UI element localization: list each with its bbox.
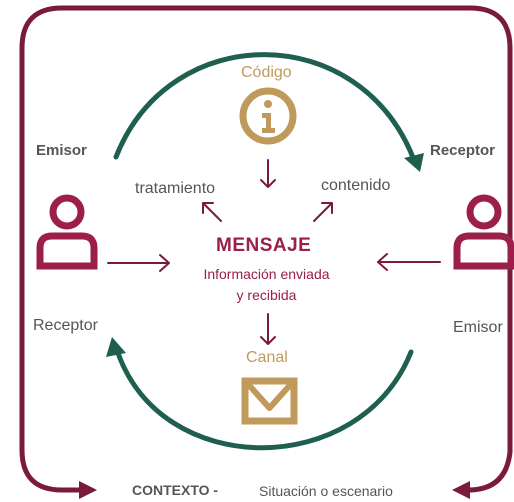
arrow-left-to-message [107, 254, 170, 272]
arrow-to-contenido [313, 202, 333, 222]
bottom-arc-arrowhead [106, 337, 126, 357]
arrow-message-down [260, 313, 276, 345]
emisor-right-label: Emisor [453, 319, 503, 336]
tratamiento-label: tratamiento [135, 180, 216, 197]
arrow-code-down [260, 159, 276, 188]
top-arc-arrowhead [404, 153, 424, 172]
message-subtitle-line2: y recibida [236, 287, 297, 303]
contenido-label: contenido [321, 177, 391, 194]
code-label: Código [241, 64, 292, 81]
receptor-left-label: Receptor [33, 317, 98, 334]
context-description: Situación o escenario [259, 483, 393, 499]
top-arc [113, 52, 417, 163]
context-arrow-right [452, 481, 470, 499]
arrow-right-to-message [377, 253, 441, 271]
arrow-to-tratamiento [202, 202, 222, 222]
context-label: CONTEXTO - [132, 482, 219, 498]
person-icon [36, 194, 98, 270]
receptor-right-label: Receptor [430, 142, 496, 159]
message-title: MENSAJE [216, 235, 312, 256]
person-icon [453, 194, 514, 270]
emisor-left-label: Emisor [36, 142, 87, 159]
message-subtitle-line1: Información enviada [203, 266, 330, 282]
channel-label: Canal [246, 349, 288, 366]
info-icon [239, 87, 297, 145]
context-frame [19, 5, 513, 493]
envelope-icon [241, 377, 298, 425]
context-arrow-left [79, 481, 97, 499]
bottom-arc [114, 347, 414, 451]
